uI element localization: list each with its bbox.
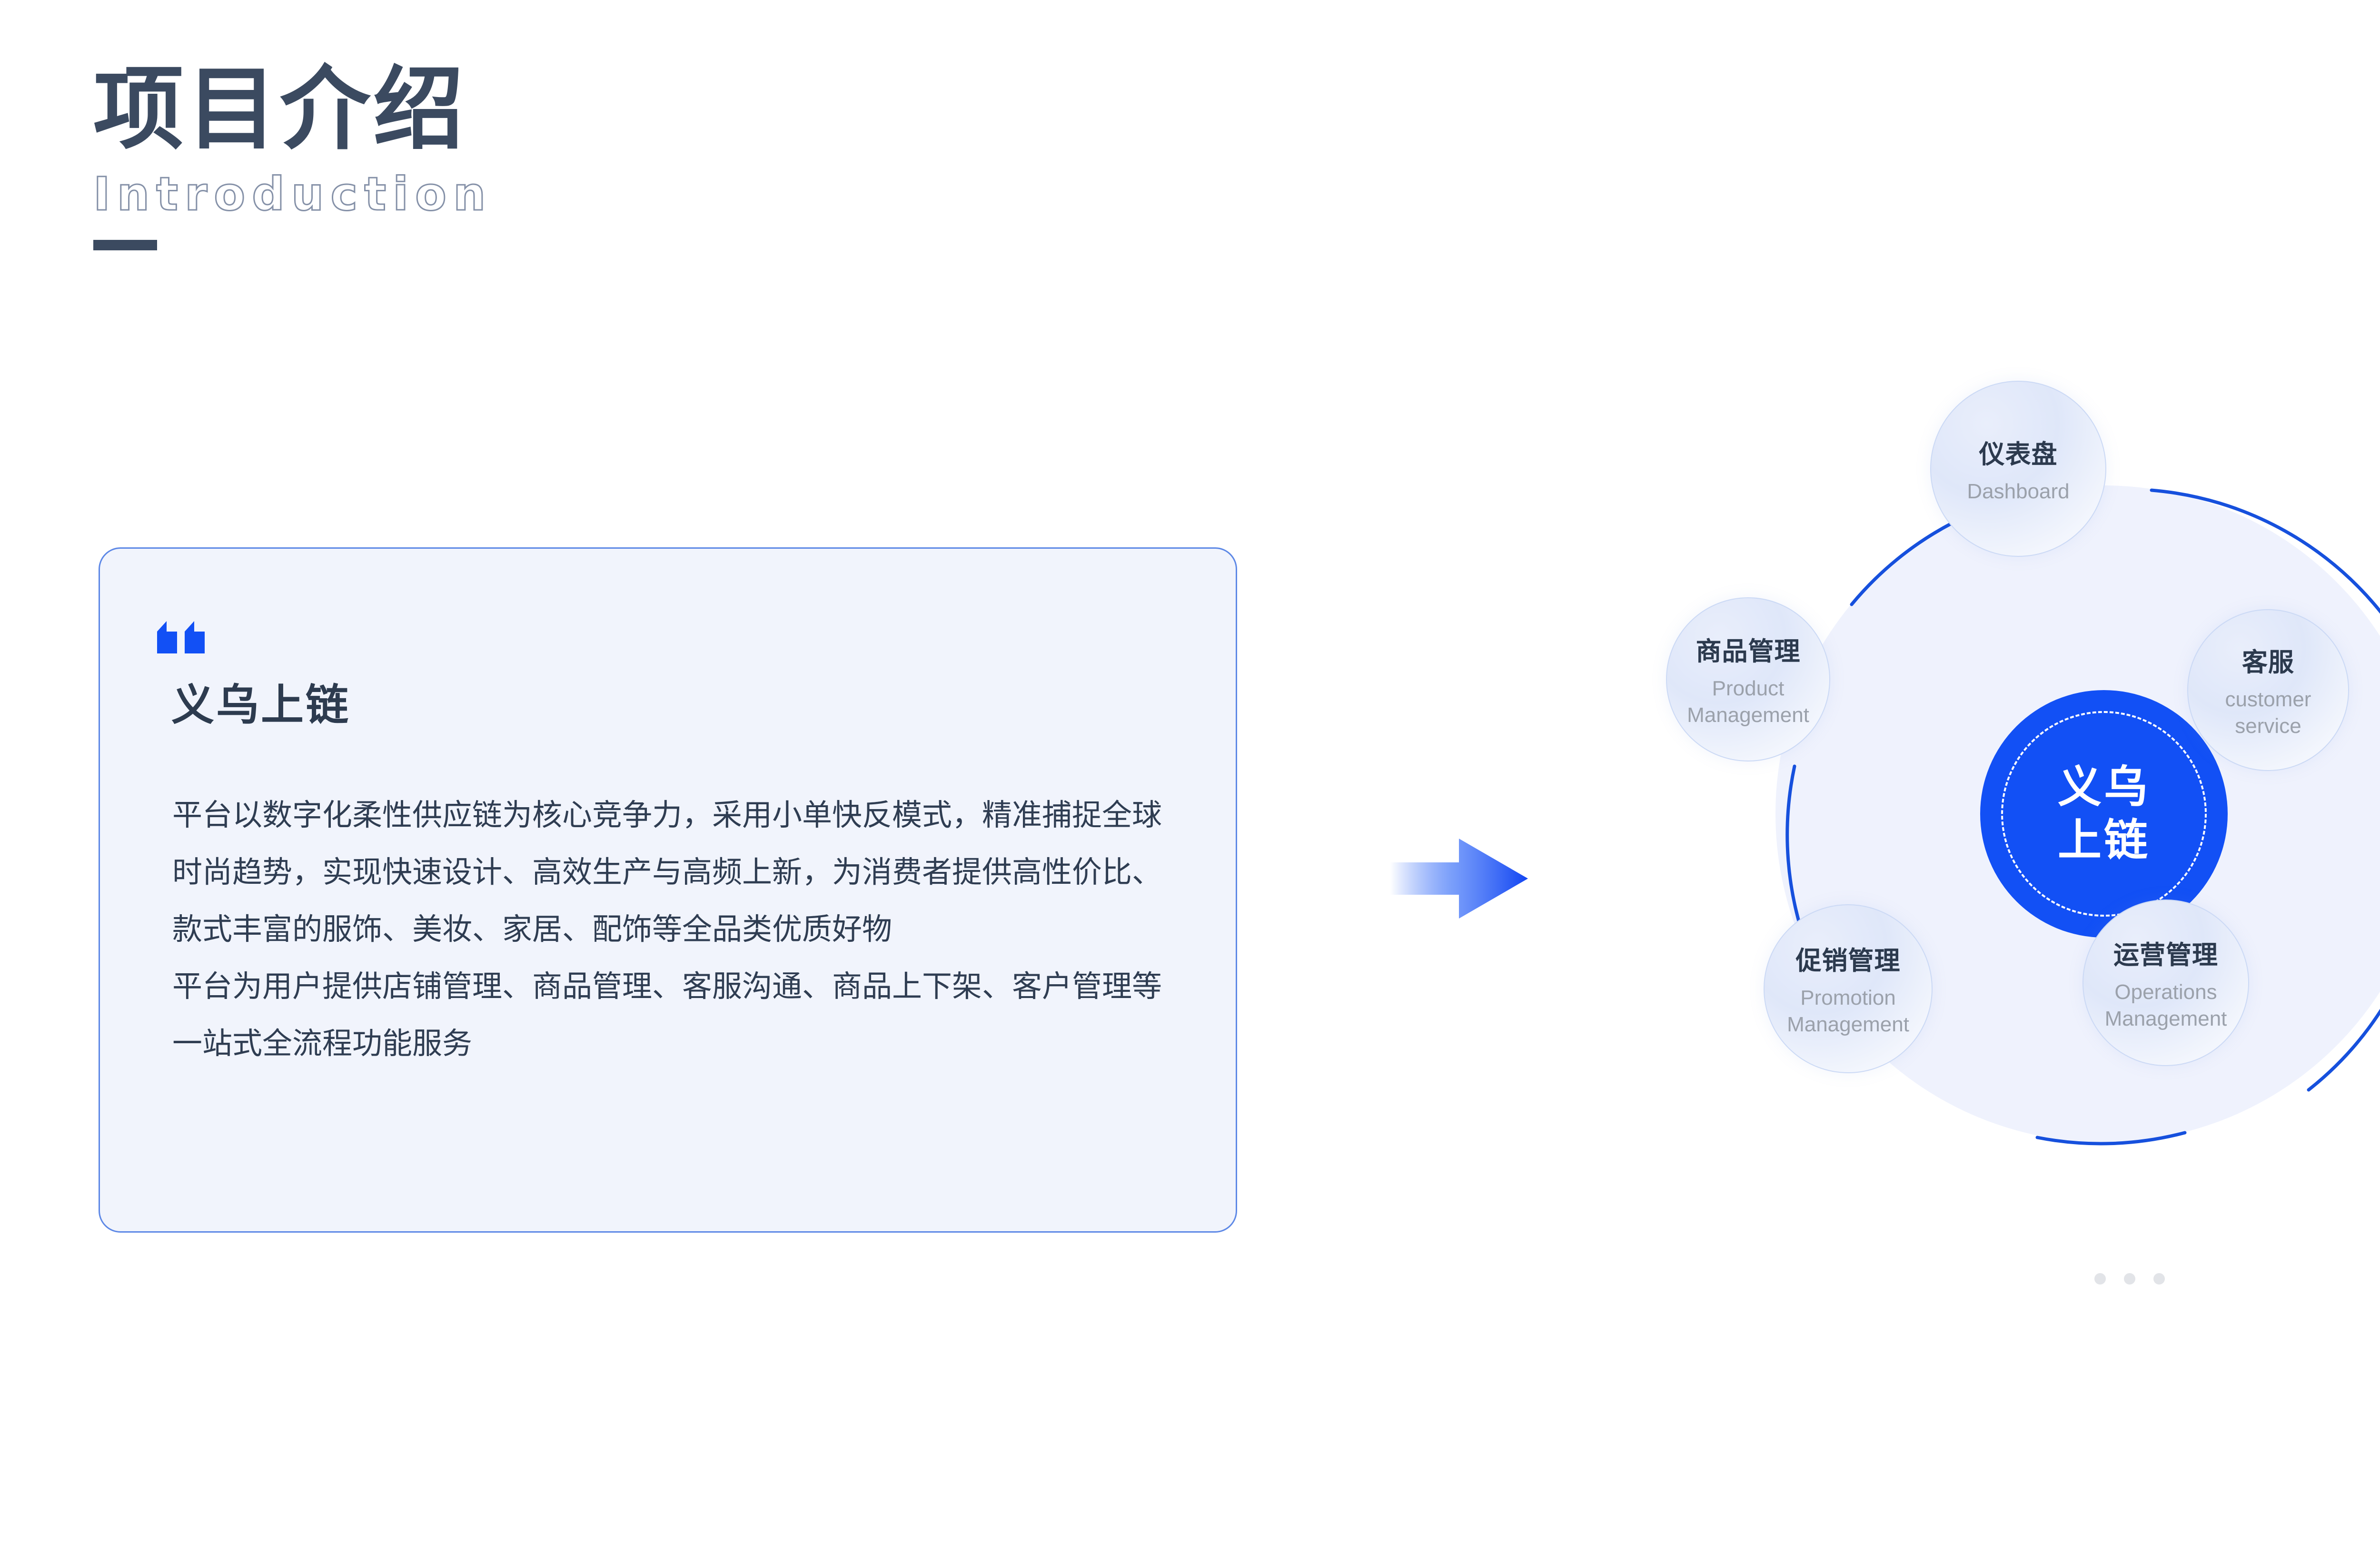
node-label-cn: 客服 [2242, 647, 2294, 677]
dot [2153, 1273, 2165, 1285]
intro-card: 义乌上链 平台以数字化柔性供应链为核心竞争力，采用小单快反模式，精准捕捉全球时尚… [99, 547, 1237, 1233]
title-underline-rule [93, 239, 157, 250]
node-label-cn: 促销管理 [1795, 946, 1901, 976]
center-node-label: 义乌 上链 [2058, 761, 2150, 867]
card-body: 平台以数字化柔性供应链为核心竞争力，采用小单快反模式，精准捕捉全球时尚趋势，实现… [172, 787, 1181, 1072]
dot [2094, 1273, 2106, 1285]
page-header: 项目介绍 Introduction [0, 0, 2380, 295]
ecosystem-diagram: 义乌 上链 仪表盘 Dashboard 客服 customer service … [1618, 357, 2380, 1404]
dot [2124, 1273, 2135, 1285]
node-label-en: Dashboard [1967, 479, 2070, 503]
quote-mark-icon [157, 621, 205, 653]
title-block: 项目介绍 Introduction [92, 57, 493, 250]
card-paragraph: 平台为用户提供店铺管理、商品管理、客服沟通、商品上下架、客户管理等一站式全流程功… [172, 969, 1162, 1061]
card-title: 义乌上链 [171, 680, 350, 730]
transition-arrow [1390, 828, 1561, 929]
node-label-cn: 商品管理 [1696, 636, 1801, 666]
node-label-en: Operations Management [2104, 980, 2227, 1030]
node-label-en: Product Management [1687, 677, 1809, 727]
arrow-right-icon [1390, 839, 1528, 919]
node-label-cn: 运营管理 [2113, 939, 2218, 970]
diagram-node-dashboard[interactable]: 仪表盘 Dashboard [1930, 381, 2106, 557]
node-label-cn: 仪表盘 [1979, 439, 2058, 469]
center-label-line2: 上链 [2057, 815, 2150, 866]
ellipsis-dots-icon [2094, 1273, 2165, 1285]
diagram-node-operations-management[interactable]: 运营管理 Operations Management [2082, 900, 2249, 1066]
center-label-line1: 义乌 [2057, 761, 2150, 812]
center-dashed-ring [2001, 711, 2207, 917]
card-paragraph: 平台以数字化柔性供应链为核心竞争力，采用小单快反模式，精准捕捉全球时尚趋势，实现… [172, 798, 1162, 947]
diagram-node-promotion-management[interactable]: 促销管理 Promotion Management [1764, 904, 1933, 1073]
page-title: 项目介绍 [93, 57, 467, 162]
node-label-en: Promotion Management [1787, 986, 1909, 1036]
node-label-en: customer service [2225, 687, 2311, 738]
center-node: 义乌 上链 [1980, 690, 2228, 938]
page-subtitle-outline: Introduction [92, 167, 493, 221]
diagram-node-customer-service[interactable]: 客服 customer service [2187, 609, 2349, 771]
diagram-node-product-management[interactable]: 商品管理 Product Management [1666, 597, 1830, 761]
